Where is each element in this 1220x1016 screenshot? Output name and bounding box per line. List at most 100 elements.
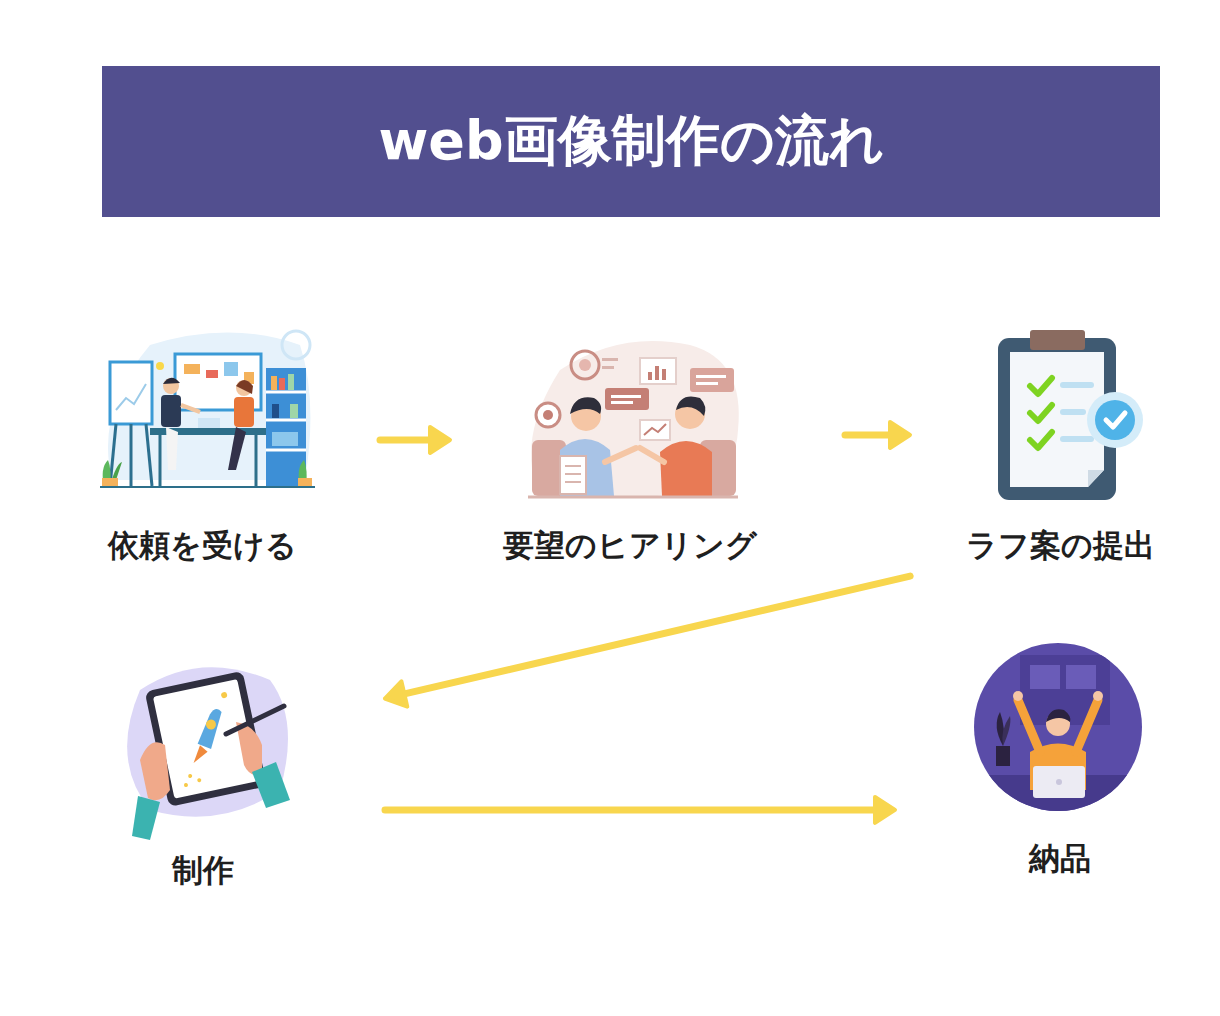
meeting-illustration — [184, 364, 200, 374]
hearing-illustration — [560, 439, 614, 496]
tablet-illustration — [205, 719, 217, 731]
meeting-illustration — [266, 449, 306, 452]
tablet-illustration — [252, 762, 290, 808]
hearing-illustration — [565, 465, 581, 467]
flow-arrow — [380, 427, 450, 453]
flow-arrow — [845, 422, 910, 448]
arrow-shaft — [380, 437, 432, 444]
arrow-head — [430, 427, 450, 453]
clipboard-illustration — [1087, 392, 1143, 448]
meeting-illustration — [116, 384, 146, 410]
hearing-illustration — [696, 375, 726, 378]
tablet-illustration — [190, 744, 209, 763]
delivery-illustration — [1066, 665, 1096, 689]
delivery-illustration — [1030, 665, 1060, 689]
meeting-illustration — [272, 404, 279, 418]
tablet-illustration — [221, 692, 228, 699]
meeting-illustration — [266, 368, 306, 486]
step-label: ラフ案の提出 — [910, 526, 1210, 564]
meeting-illustration — [206, 370, 218, 378]
hearing-illustration — [696, 382, 718, 385]
delivery-illustration — [1076, 700, 1098, 752]
meeting-illustration — [100, 486, 315, 488]
clipboard-illustration — [1088, 470, 1104, 487]
hearing-illustration — [528, 341, 739, 497]
hearing-illustration — [605, 448, 636, 462]
clipboard-illustration — [1030, 432, 1052, 448]
hearing-illustration — [690, 368, 734, 392]
meeting-illustration — [255, 435, 258, 486]
meeting-illustration — [266, 419, 306, 422]
meeting-illustration — [156, 362, 164, 370]
hearing-illustration — [570, 397, 601, 414]
step-box: 納品 — [900, 640, 1160, 880]
tablet-illustration — [226, 706, 284, 734]
hearing-illustration — [531, 341, 739, 497]
clipboard-illustration — [1030, 405, 1052, 421]
hearing-illustration — [640, 420, 670, 440]
meeting-illustration — [161, 395, 181, 427]
tablet-illustration — [197, 778, 202, 783]
step-label: 要望のヒアリング — [480, 526, 780, 564]
hearing-illustration — [579, 359, 591, 371]
hearing-illustration — [640, 358, 676, 384]
delivery-illustration — [996, 746, 1010, 766]
meeting-illustration — [198, 418, 220, 428]
clipboard-illustration — [1030, 330, 1085, 350]
meeting-illustration — [224, 362, 238, 376]
hearing-illustration — [528, 496, 738, 499]
arrow-head — [385, 681, 407, 706]
delivery-illustration — [1033, 766, 1085, 798]
hearing-illustration — [602, 366, 614, 369]
hearing-illustration — [536, 403, 560, 427]
step-box: 依頼を受ける — [100, 325, 375, 575]
clipboard-illustration — [998, 330, 1143, 500]
clipboard-illustration — [1106, 413, 1125, 427]
hearing-illustration — [565, 481, 581, 483]
meeting-illustration — [288, 374, 294, 390]
hearing-illustration — [611, 395, 641, 398]
tablet-illustration — [140, 742, 170, 800]
tablet-illustration — [127, 667, 290, 840]
tablet-illustration — [184, 783, 189, 788]
step-box: 要望のヒアリング — [455, 325, 840, 575]
step-label: 納品 — [910, 839, 1210, 877]
hearing-illustration — [571, 351, 599, 379]
delivery-illustration — [1018, 700, 1040, 752]
hearing-illustration — [644, 424, 666, 435]
hearing-illustration — [543, 410, 553, 420]
meeting-illustration — [279, 378, 285, 390]
delivery-illustration — [974, 643, 1144, 815]
meeting-illustration — [271, 376, 277, 390]
hearing-illustration — [602, 358, 618, 361]
hearing-illustration — [640, 448, 664, 462]
clipboard-illustration — [1095, 400, 1135, 440]
meeting-illustration — [159, 435, 162, 486]
arrow-shaft — [402, 576, 910, 694]
tablet-illustration — [132, 796, 160, 840]
hearing-illustration — [648, 372, 652, 380]
title-text: web画像制作の流れ — [378, 105, 883, 178]
hearing-illustration — [662, 369, 666, 380]
arrow-head — [890, 422, 910, 448]
meeting-illustration — [163, 378, 179, 394]
arrow-shaft — [385, 806, 877, 813]
meeting-illustration — [298, 478, 312, 487]
tablet-illustration — [191, 708, 228, 751]
hearing-illustration — [605, 388, 649, 410]
meeting-illustration — [290, 404, 298, 418]
meeting-illustration — [236, 380, 252, 396]
tablet-illustration — [188, 774, 193, 779]
delivery-illustration — [974, 655, 1144, 815]
meeting-illustration — [163, 378, 180, 384]
hearing-illustration — [611, 401, 633, 404]
delivery-illustration — [1046, 709, 1070, 722]
meeting-illustration — [234, 397, 254, 427]
hearing-illustration — [560, 456, 586, 494]
meeting-illustration — [228, 427, 246, 470]
arrow-shaft — [845, 432, 892, 439]
meeting-illustration — [266, 391, 306, 394]
flow-arrow — [385, 576, 910, 707]
